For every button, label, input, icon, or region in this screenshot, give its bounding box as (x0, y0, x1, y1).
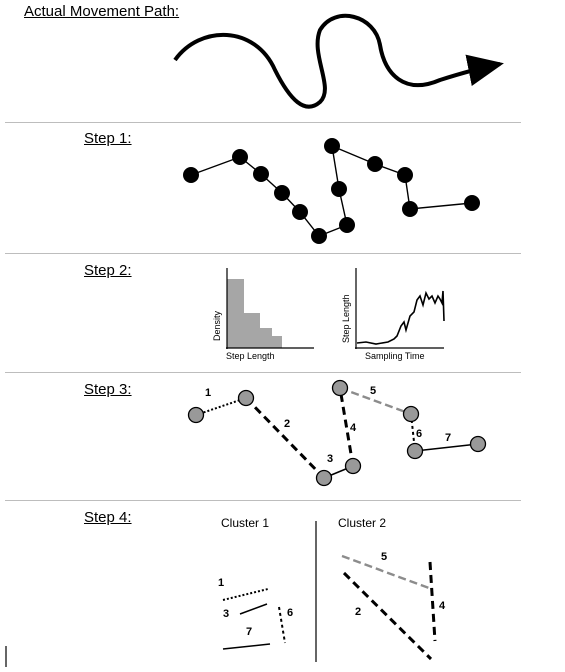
cluster2-number-4: 4 (439, 600, 446, 612)
cluster1-number-1: 1 (218, 577, 224, 589)
fix-point (402, 201, 418, 217)
hist-bar (244, 313, 260, 348)
step-length-histogram: Density Step Length (212, 268, 314, 361)
segment-number-2: 2 (284, 418, 290, 430)
cluster2-segment-2 (342, 571, 433, 661)
cluster1-segment-6 (278, 606, 286, 644)
fix-point (292, 204, 308, 220)
segment-node (187, 406, 205, 424)
step-length-timeseries: Step Length Sampling Time (341, 268, 445, 361)
segment-2 (244, 396, 326, 480)
divider-3 (5, 372, 521, 373)
cluster1-segment-3 (239, 603, 268, 615)
step1-track (183, 138, 480, 244)
segment-node (237, 389, 255, 407)
cluster1-number-3: 3 (223, 608, 229, 620)
segment-7 (414, 443, 479, 452)
segment-number-7: 7 (445, 432, 451, 444)
cluster1-number-7: 7 (246, 626, 252, 638)
segment-number-5: 5 (370, 385, 376, 397)
segment-number-6: 6 (416, 428, 422, 440)
hist-bar (227, 279, 244, 348)
timeseries-x-label: Sampling Time (365, 351, 425, 361)
segment-number-3: 3 (327, 453, 333, 465)
step-1-label: Step 1: (84, 130, 132, 147)
segment-number-1: 1 (205, 387, 211, 399)
cluster2-segment-4 (428, 561, 437, 642)
fix-point (331, 181, 347, 197)
histogram-x-label: Step Length (226, 351, 275, 361)
cluster-1-title: Cluster 1 (221, 516, 269, 530)
step4-clusters: Cluster 1 Cluster 2 1 3 7 6 5 2 4 (218, 516, 446, 662)
hist-bar (272, 336, 282, 348)
segment-node (344, 457, 362, 475)
cluster1-segment-7 (222, 643, 271, 650)
segment-5 (339, 386, 412, 416)
cluster2-number-5: 5 (381, 551, 387, 563)
actual-movement-path-label: Actual Movement Path: (24, 3, 180, 20)
step3-segments: 1 2 3 4 5 6 7 (187, 379, 487, 487)
fix-point (311, 228, 327, 244)
cluster1-segment-1 (222, 588, 269, 601)
divider-4 (5, 500, 521, 501)
cluster2-segment-5 (341, 554, 430, 590)
segment-1 (195, 397, 247, 416)
step-4-label: Step 4: (84, 509, 132, 526)
segment-number-4: 4 (350, 422, 357, 434)
divider-2 (5, 253, 521, 254)
fix-point (324, 138, 340, 154)
segment-node (402, 405, 420, 423)
segment-node (315, 469, 333, 487)
step-2-label: Step 2: (84, 262, 132, 279)
histogram-y-label: Density (212, 310, 222, 341)
cluster1-number-6: 6 (287, 607, 293, 619)
segment-node (406, 442, 424, 460)
fix-point (397, 167, 413, 183)
fix-point (367, 156, 383, 172)
divider-1 (5, 122, 521, 123)
fix-point (339, 217, 355, 233)
cluster2-number-2: 2 (355, 606, 361, 618)
segment-node (469, 435, 487, 453)
fix-point (232, 149, 248, 165)
fix-point (464, 195, 480, 211)
fix-point (183, 167, 199, 183)
hist-bar (260, 328, 272, 348)
fix-point (253, 166, 269, 182)
movement-path-curve (173, 13, 504, 109)
segment-4 (338, 387, 355, 467)
cluster-2-title: Cluster 2 (338, 516, 386, 530)
segment-node (331, 379, 349, 397)
timeseries-y-label: Step Length (341, 294, 351, 343)
fix-point (274, 185, 290, 201)
step-3-label: Step 3: (84, 381, 132, 398)
